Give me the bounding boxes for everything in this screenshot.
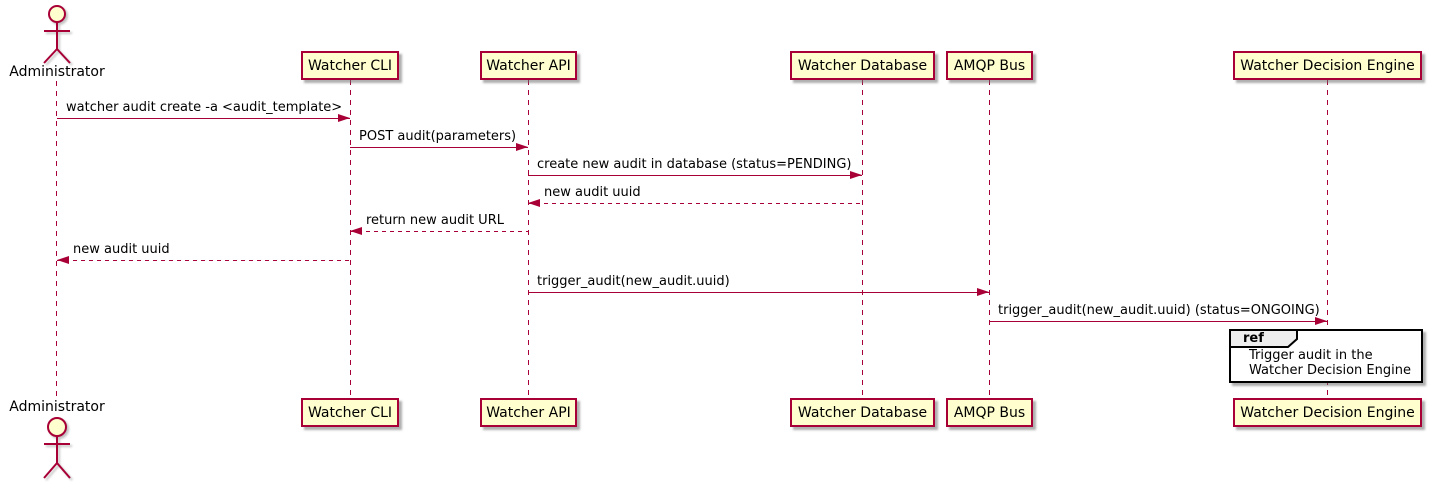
message-label: create new audit in database (status=PEN…	[537, 157, 852, 172]
arrowhead-icon	[57, 255, 69, 264]
arrowhead-icon	[338, 113, 350, 122]
participant-box-watcher-cli-bottom: Watcher CLI	[301, 398, 399, 427]
actor-label-administrator-top: Administrator	[9, 64, 105, 80]
lifeline-watcher-api	[528, 80, 529, 398]
participant-label: Watcher Database	[797, 404, 928, 421]
actor-icon	[43, 5, 71, 64]
arrowhead-icon	[1315, 316, 1327, 325]
participant-box-watcher-api-top: Watcher API	[480, 51, 577, 80]
ref-keyword: ref	[1243, 331, 1264, 346]
message-line	[989, 321, 1327, 322]
lifeline-watcher-database	[862, 80, 863, 398]
participant-label: Watcher API	[486, 57, 571, 74]
participant-label: Watcher Decision Engine	[1240, 57, 1415, 74]
lifeline-watcher-cli	[350, 80, 351, 398]
message-label: return new audit URL	[366, 213, 504, 228]
participant-box-amqp-bus-top: AMQP Bus	[946, 51, 1033, 80]
message-line	[528, 175, 862, 176]
message-line	[528, 203, 862, 204]
message-line	[350, 231, 528, 232]
arrowhead-icon	[350, 226, 362, 235]
message-label: trigger_audit(new_audit.uuid)	[537, 274, 730, 289]
ref-tab-icon	[1229, 329, 1298, 348]
participant-label: Watcher Database	[797, 57, 928, 74]
participant-label: Watcher CLI	[307, 404, 393, 421]
participant-box-amqp-bus-bottom: AMQP Bus	[946, 398, 1033, 427]
ref-fragment: ref Trigger audit in the Watcher Decisio…	[1229, 329, 1423, 383]
message-line	[57, 260, 350, 261]
message-label: new audit uuid	[544, 185, 641, 200]
arrowhead-icon	[528, 198, 540, 207]
participant-label: Watcher CLI	[307, 57, 393, 74]
lifeline-administrator	[56, 81, 57, 399]
participant-box-watcher-database-top: Watcher Database	[790, 51, 935, 80]
participant-box-watcher-cli-top: Watcher CLI	[301, 51, 399, 80]
message-label: trigger_audit(new_audit.uuid) (status=ON…	[998, 303, 1320, 318]
arrowhead-icon	[516, 142, 528, 151]
message-label: watcher audit create -a <audit_template>	[66, 100, 343, 115]
participant-label: AMQP Bus	[953, 57, 1026, 74]
participant-box-watcher-decision-engine-bottom: Watcher Decision Engine	[1233, 398, 1422, 427]
message-line	[57, 118, 350, 119]
actor-icon	[43, 417, 71, 479]
message-label: POST audit(parameters)	[359, 129, 517, 144]
lifeline-amqp-bus	[989, 80, 990, 398]
participant-label: Watcher API	[486, 404, 571, 421]
message-label: new audit uuid	[73, 242, 170, 257]
arrowhead-icon	[977, 287, 989, 296]
participant-label: AMQP Bus	[953, 404, 1026, 421]
message-line	[350, 147, 528, 148]
ref-line: Watcher Decision Engine	[1249, 363, 1411, 378]
participant-box-watcher-api-bottom: Watcher API	[480, 398, 577, 427]
lifeline-watcher-decision-engine	[1327, 80, 1328, 398]
message-line	[528, 292, 989, 293]
actor-label-administrator-bottom: Administrator	[9, 399, 105, 415]
arrowhead-icon	[850, 170, 862, 179]
ref-body: Trigger audit in the Watcher Decision En…	[1249, 348, 1411, 378]
participant-label: Watcher Decision Engine	[1240, 404, 1415, 421]
participant-box-watcher-database-bottom: Watcher Database	[790, 398, 935, 427]
ref-line: Trigger audit in the	[1249, 348, 1373, 363]
participant-box-watcher-decision-engine-top: Watcher Decision Engine	[1233, 51, 1422, 80]
